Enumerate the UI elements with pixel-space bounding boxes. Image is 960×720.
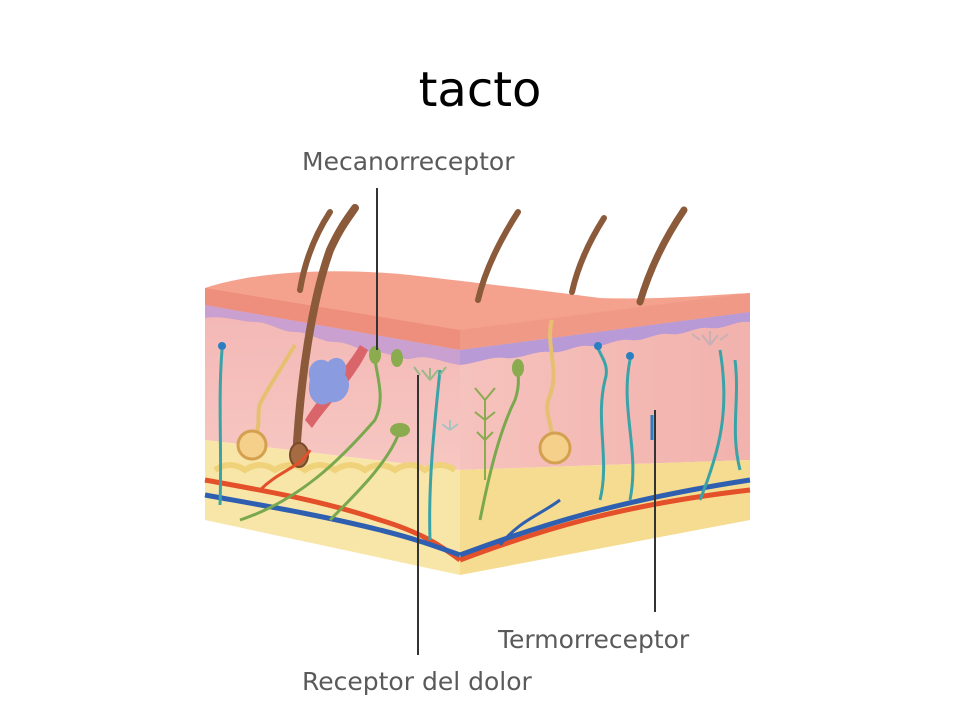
free-nerve-ending-4 bbox=[441, 420, 459, 431]
nerve-1 bbox=[218, 349, 224, 506]
hair-2 bbox=[292, 204, 359, 464]
hair-4 bbox=[569, 215, 607, 295]
sebaceous-gland bbox=[308, 357, 350, 405]
fat-layer-side bbox=[460, 460, 750, 575]
thermoreceptor-label: Termorreceptor bbox=[497, 625, 690, 654]
nerve-3 bbox=[625, 359, 635, 501]
vein-2 bbox=[459, 477, 751, 558]
mechanoreceptor-label: Mecanorreceptor bbox=[302, 147, 515, 176]
fat-cells bbox=[213, 462, 457, 474]
epidermis-top bbox=[205, 271, 750, 346]
nerve-ending-1 bbox=[218, 342, 226, 350]
sensory-nerve-2 bbox=[328, 429, 402, 522]
sensory-nerve-1 bbox=[239, 359, 382, 522]
vein-branch bbox=[498, 498, 561, 546]
nerve-4 bbox=[698, 349, 726, 501]
pain-receptor-label: Receptor del dolor bbox=[302, 667, 532, 696]
nerve-ending-3 bbox=[626, 352, 634, 360]
basal-layer-side bbox=[460, 312, 750, 365]
nerve-2 bbox=[596, 347, 608, 501]
free-nerve-ending-1 bbox=[413, 366, 447, 381]
slide-title: tacto bbox=[418, 62, 542, 118]
epidermis-front-edge bbox=[205, 288, 460, 350]
meissner-corpuscle-2 bbox=[391, 349, 403, 367]
hair-1 bbox=[297, 209, 333, 293]
artery-branch bbox=[258, 449, 312, 492]
sweat-gland-coil-1 bbox=[236, 429, 268, 461]
vein-1 bbox=[204, 492, 461, 558]
pacinian-corpuscle bbox=[390, 423, 410, 437]
meissner-corpuscle-3 bbox=[512, 359, 524, 377]
sweat-gland-2 bbox=[545, 319, 556, 441]
free-nerve-ending-3 bbox=[691, 331, 729, 346]
nerve-5 bbox=[733, 359, 742, 471]
sensory-nerve-3 bbox=[478, 369, 520, 521]
sweat-gland-1 bbox=[253, 343, 297, 437]
meissner-corpuscle-1 bbox=[369, 346, 381, 364]
nerve-ending-2 bbox=[594, 342, 602, 350]
hair-3 bbox=[475, 209, 521, 303]
hair-5 bbox=[636, 206, 688, 306]
nerve-6 bbox=[428, 369, 442, 541]
epidermis-side-edge bbox=[460, 293, 750, 350]
free-nerve-ending-2 bbox=[474, 387, 496, 480]
sweat-gland-coil-2 bbox=[538, 431, 572, 465]
